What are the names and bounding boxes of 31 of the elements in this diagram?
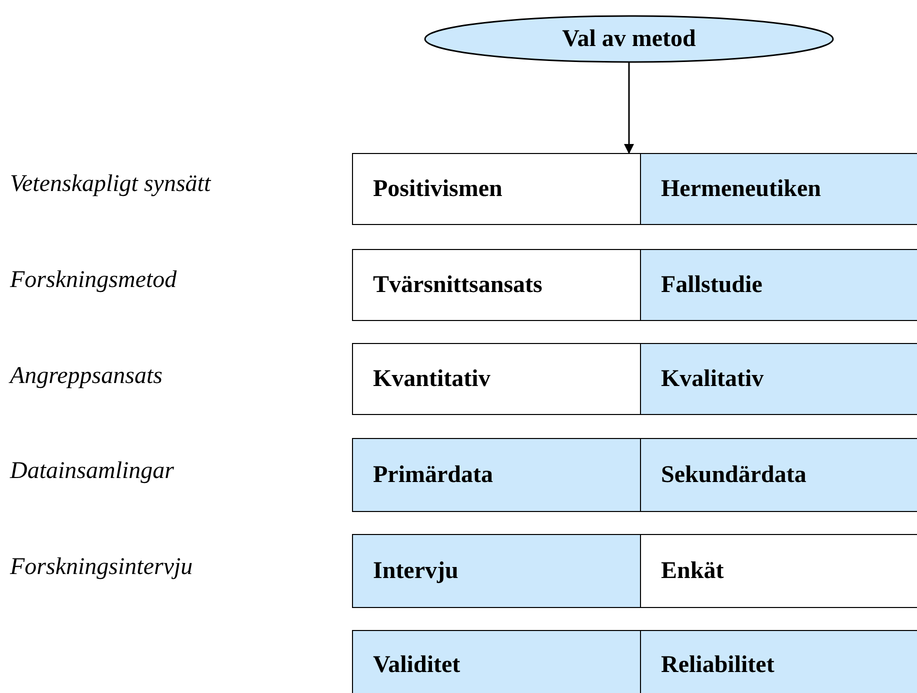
node-text: Positivismen — [373, 176, 502, 202]
node-text: Kvantitativ — [373, 366, 490, 392]
node-text: Kvalitativ — [661, 366, 764, 392]
node-text: Sekundärdata — [661, 462, 806, 488]
category-cell — [640, 438, 917, 512]
category-cell — [352, 153, 641, 225]
category-cell — [352, 630, 641, 693]
category-cell — [352, 438, 641, 512]
node-text: Val av metod — [562, 26, 696, 52]
category-cell — [640, 343, 917, 415]
node-text: Reliabilitet — [661, 652, 774, 678]
node-text: Primärdata — [373, 462, 493, 488]
node-text: Validitet — [373, 652, 460, 678]
category-cell — [352, 343, 641, 415]
arrow — [624, 62, 634, 154]
node-text: Intervju — [373, 558, 458, 584]
row-label: Datainsamlingar — [10, 458, 174, 485]
row-label: Forskningsintervju — [10, 554, 193, 581]
row-label: Angreppsansats — [10, 363, 162, 390]
node-text: Tvärsnittsansats — [373, 272, 542, 298]
category-cell — [640, 534, 917, 608]
row-label: Forskningsmetod — [10, 267, 177, 294]
node-text: Hermeneutiken — [661, 176, 821, 202]
node-text: Enkät — [661, 558, 724, 584]
category-cell — [640, 249, 917, 321]
category-cell — [640, 153, 917, 225]
row-label: Vetenskapligt synsätt — [10, 171, 211, 198]
category-cell — [640, 630, 917, 693]
category-cell — [352, 534, 641, 608]
node-text: Fallstudie — [661, 272, 762, 298]
category-cell — [352, 249, 641, 321]
